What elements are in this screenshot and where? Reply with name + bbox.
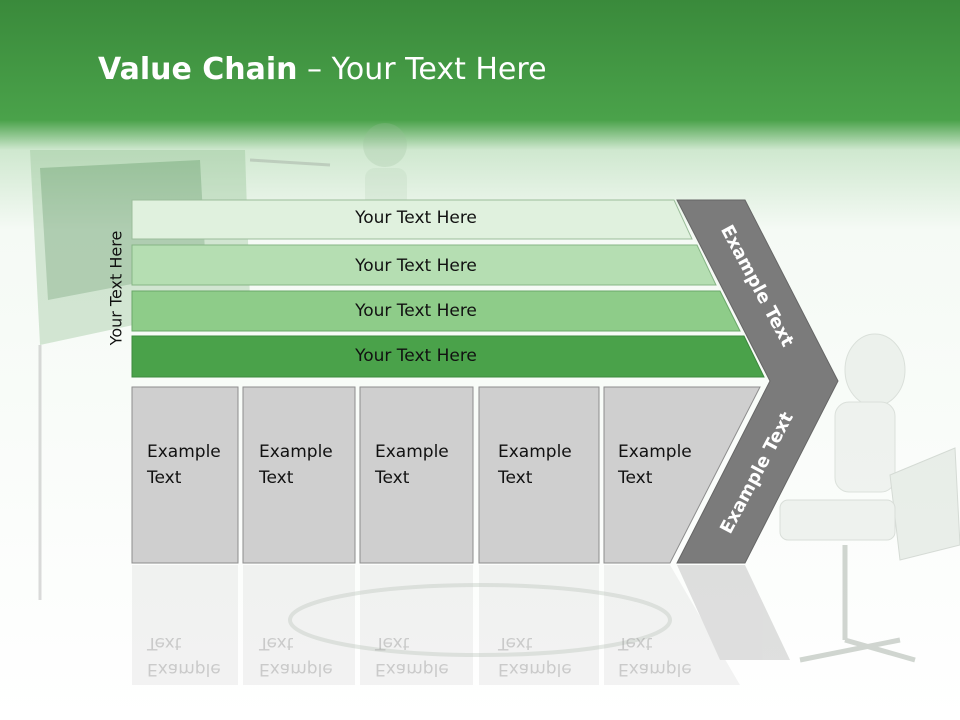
- box-2-line2: Text: [259, 468, 294, 488]
- box-3-reflection-line2: Text: [375, 633, 410, 653]
- box-4-reflection-line2: Text: [498, 633, 533, 653]
- activity-box-5: [603, 386, 761, 564]
- box-3-line2: Text: [375, 468, 410, 488]
- bar-2-label: Your Text Here: [355, 256, 477, 276]
- box-5-reflection-line2: Text: [618, 633, 653, 653]
- activity-box-4: [478, 386, 600, 564]
- activity-box-3: [359, 386, 474, 564]
- box-4-reflection-line1: Example: [498, 659, 572, 679]
- robot-figure-illustration: [249, 123, 407, 208]
- box-1-line1: Example: [147, 442, 221, 462]
- table-illustration: [288, 583, 672, 657]
- title-bold: Value Chain: [98, 52, 298, 87]
- margin-chevron: [676, 199, 839, 564]
- activity-box-1: [131, 386, 239, 564]
- box-4-line1: Example: [498, 442, 572, 462]
- box-3-line1: Example: [375, 442, 449, 462]
- activity-bar-2: [131, 244, 717, 286]
- box-1-reflection-line1: Example: [147, 659, 221, 679]
- box-5-line2: Text: [618, 468, 653, 488]
- box-2-reflection-line2: Text: [259, 633, 294, 653]
- activity-box-2: [242, 386, 356, 564]
- bar-3-label: Your Text Here: [355, 301, 477, 321]
- box-5-reflection: Example Text: [618, 630, 716, 682]
- box-2-reflection: Example Text: [259, 630, 357, 682]
- page-title: Value Chain – Your Text Here: [98, 52, 547, 87]
- box-1-line2: Text: [147, 468, 182, 488]
- title-rest: – Your Text Here: [297, 52, 547, 87]
- boxes-reflection: [132, 565, 790, 685]
- activity-bar-1: [131, 199, 693, 240]
- box-5-reflection-line1: Example: [618, 659, 692, 679]
- box-2-reflection-line1: Example: [259, 659, 333, 679]
- box-1-reflection-line2: Text: [147, 633, 182, 653]
- box-4-reflection: Example Text: [498, 630, 596, 682]
- box-3-reflection-line1: Example: [375, 659, 449, 679]
- box-3-reflection: Example Text: [375, 630, 473, 682]
- bar-1-label: Your Text Here: [355, 208, 477, 228]
- bar-4-label: Your Text Here: [355, 346, 477, 366]
- seated-figure-illustration: [779, 333, 960, 663]
- box-1-reflection: Example Text: [147, 630, 245, 682]
- activity-bar-3: [131, 290, 741, 332]
- activity-bar-4: [131, 335, 765, 378]
- box-4-line2: Text: [498, 468, 533, 488]
- box-2-line1: Example: [259, 442, 333, 462]
- box-5-line1: Example: [618, 442, 692, 462]
